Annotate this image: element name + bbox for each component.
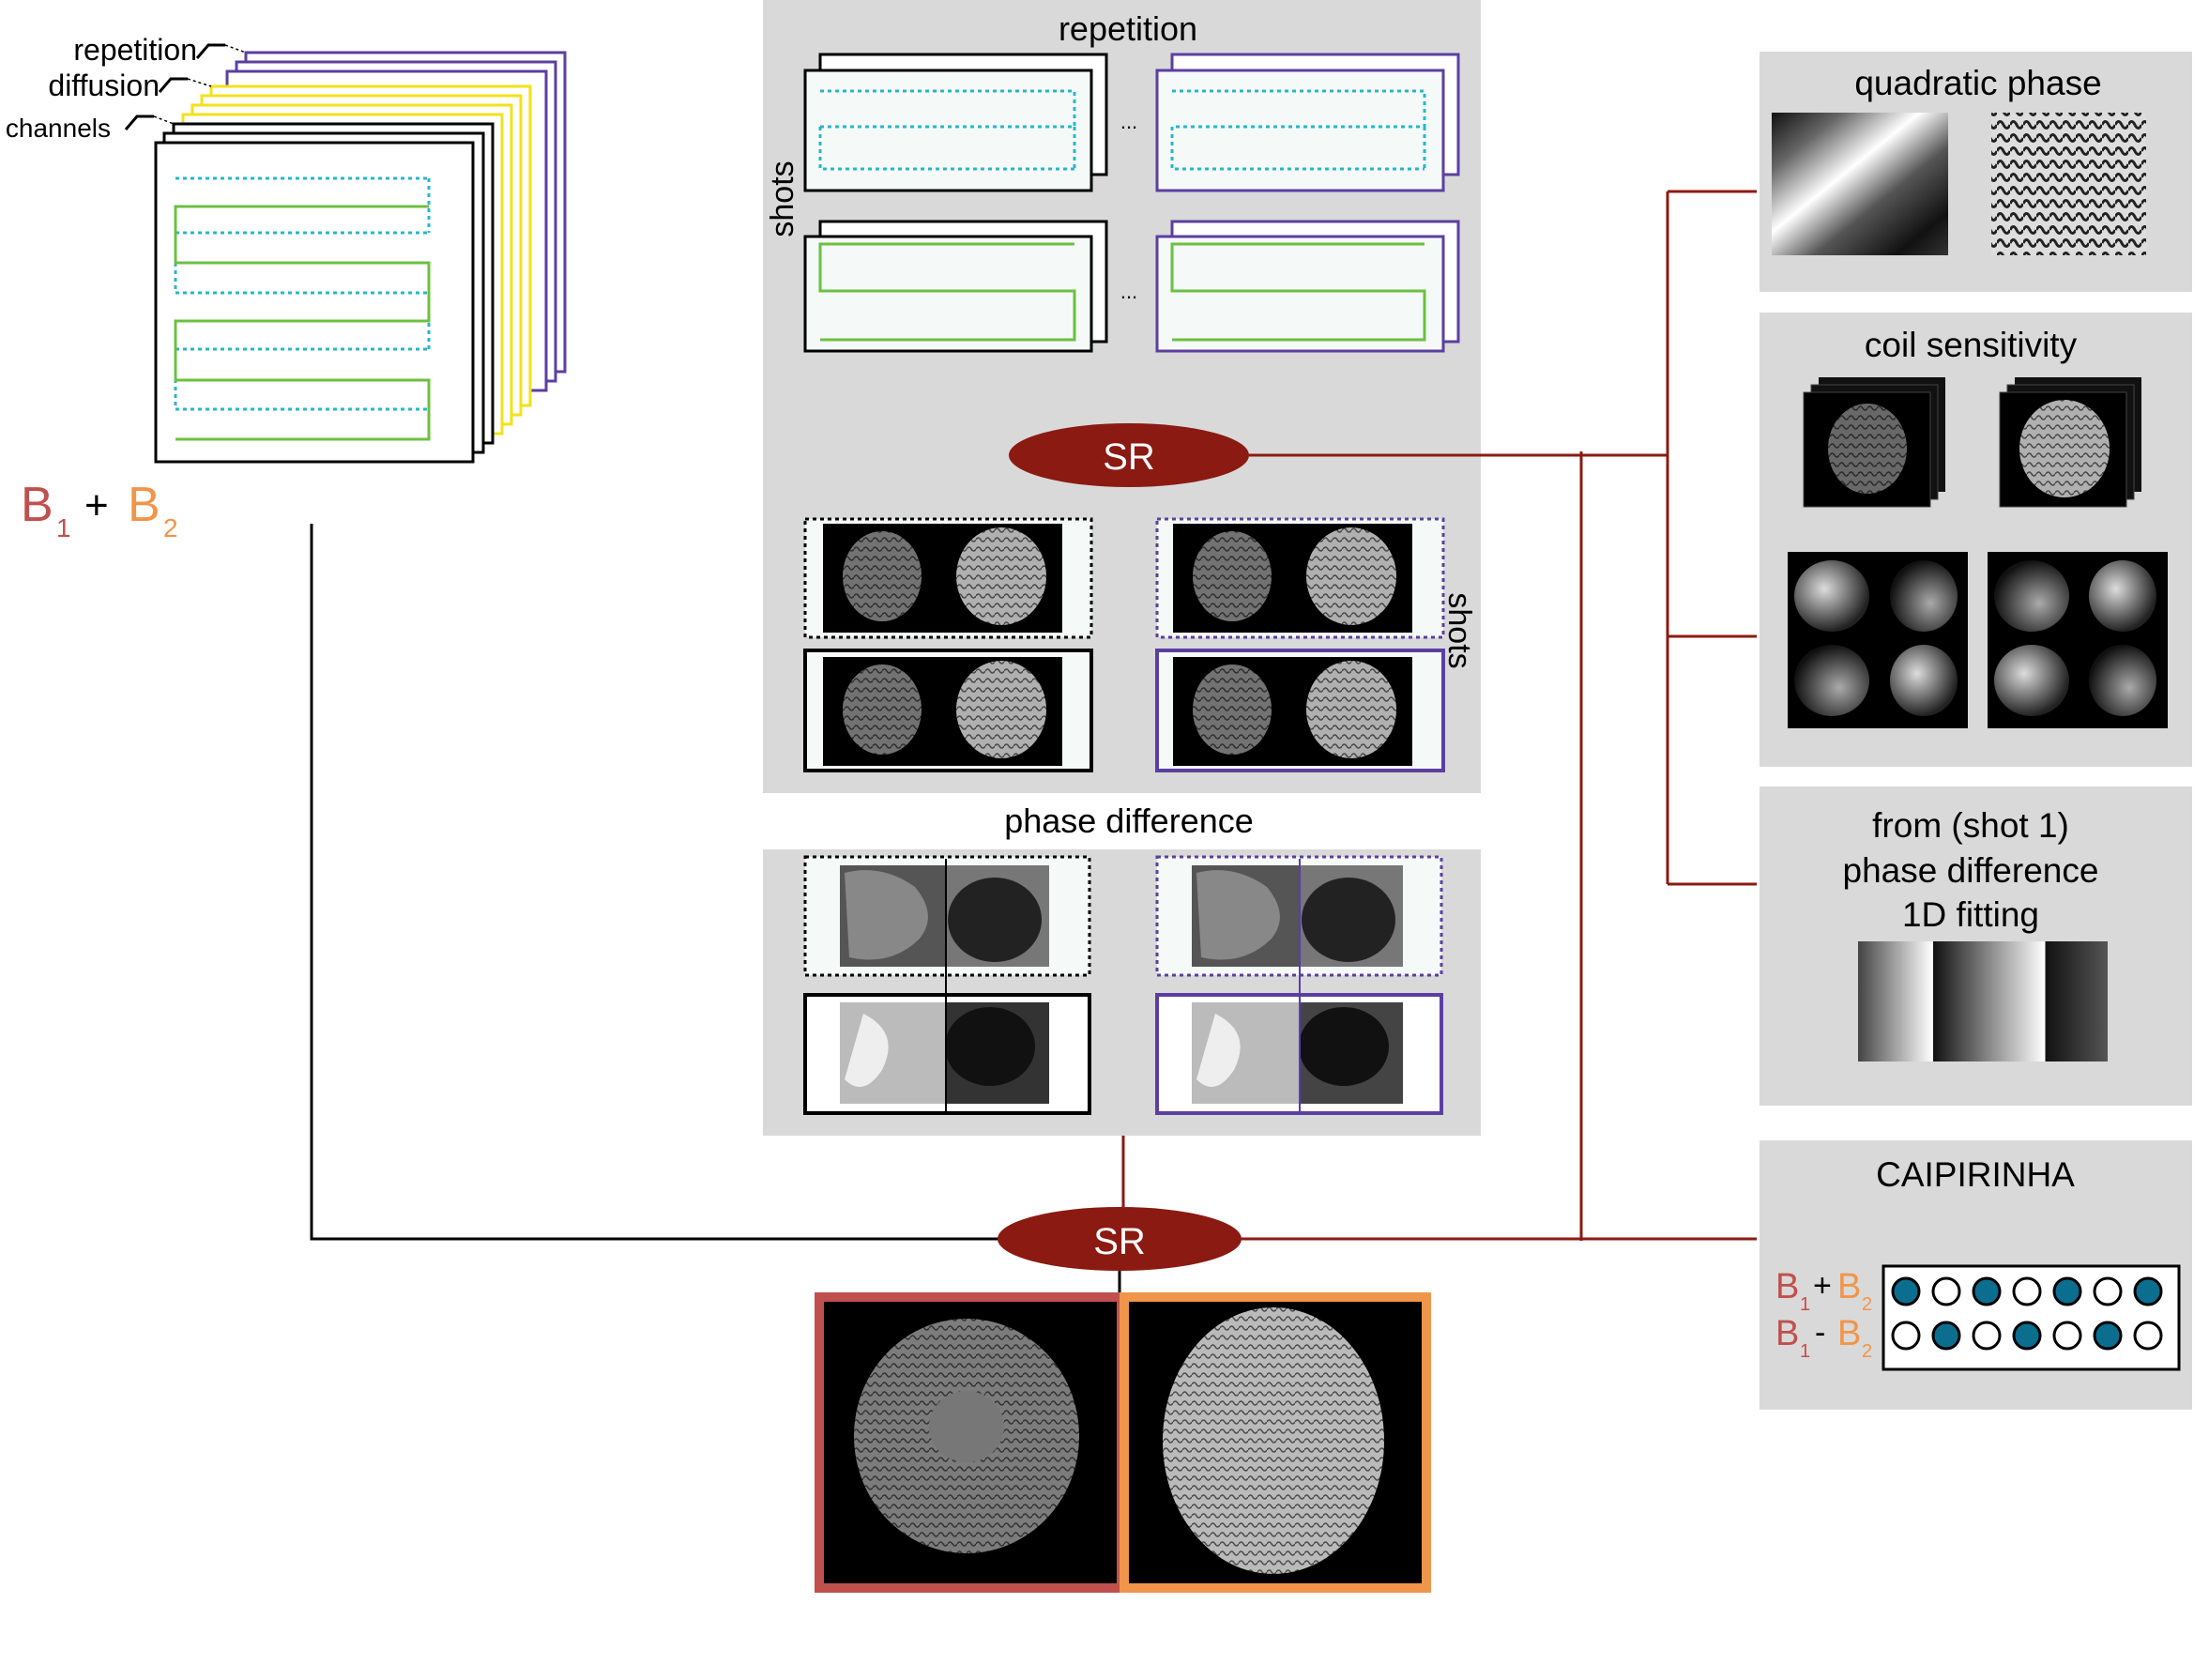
- ellipsis-top: ...: [1120, 110, 1137, 133]
- caipirinha-dot-row1-4: [2012, 1276, 2042, 1306]
- kspace-shot1-purple: [1155, 53, 1460, 192]
- caipirinha-dot-row1-5: [2052, 1276, 2082, 1306]
- caipirinha-dot-row2-5: [2052, 1321, 2082, 1351]
- shots-label-left: shots: [765, 160, 800, 237]
- phase-difference-title: phase difference: [1004, 802, 1254, 840]
- coil-channel-stack-right: [1999, 377, 2141, 508]
- caipirinha-dot-row1-7: [2133, 1276, 2163, 1306]
- magnitude-images-purple: [1155, 517, 1445, 772]
- caipirinha-dot-row2-6: [2093, 1321, 2123, 1351]
- magnitude-images-black: [803, 517, 1093, 772]
- kspace-shot1-black: [803, 53, 1108, 192]
- quadratic-phase-wrapped-map: [1991, 113, 2146, 255]
- caip-row2-b1: B: [1775, 1314, 1799, 1353]
- coil-channel-stack-left: [1803, 377, 1945, 508]
- caipirinha-row1-formula: B 1 + B 2: [1775, 1267, 1872, 1315]
- caip-row1-b2-sub: 2: [1862, 1294, 1872, 1315]
- connector-lines: [310, 190, 1757, 1295]
- b1-letter: B: [21, 478, 53, 532]
- b1-plus-b2-formula: B 1 + B 2: [21, 478, 178, 542]
- caip-row1-b1: B: [1775, 1267, 1799, 1306]
- caip-row2-op: -: [1815, 1315, 1825, 1351]
- caipirinha-dot-row2-7: [2133, 1321, 2163, 1351]
- caipirinha-dot-row2-3: [1972, 1321, 2002, 1351]
- b1-subscript: 1: [56, 513, 71, 542]
- caip-row1-op: +: [1813, 1268, 1832, 1304]
- caip-row1-b2: B: [1837, 1267, 1861, 1306]
- sr-node-bottom: SR: [998, 1207, 1242, 1271]
- caipirinha-dot-row1-1: [1891, 1276, 1921, 1306]
- repetition-axis-label: repetition: [73, 33, 197, 67]
- b2-subscript: 2: [163, 513, 178, 542]
- caipirinha-dot-row1-3: [1972, 1276, 2002, 1306]
- channels-axis-label: channels: [6, 114, 111, 143]
- sr-node-top: SR: [1009, 423, 1249, 487]
- caipirinha-dot-row1-6: [2093, 1276, 2123, 1306]
- sr-top-label: SR: [1103, 436, 1155, 478]
- quadratic-phase-title: quadratic phase: [1854, 64, 2101, 102]
- coil-sensitivity-maps-right: [1988, 552, 2168, 728]
- caipirinha-dot-row2-2: [1931, 1321, 1961, 1351]
- phase-maps-purple: [1155, 855, 1443, 1115]
- caip-row2-b1-sub: 1: [1800, 1341, 1810, 1362]
- shot1-line3: 1D fitting: [1902, 895, 2039, 934]
- caip-row2-b2: B: [1837, 1314, 1861, 1353]
- caipirinha-title: CAIPIRINHA: [1876, 1155, 2075, 1194]
- b2-letter: B: [128, 478, 160, 532]
- coil-sensitivity-maps-left: [1788, 552, 1968, 728]
- quadratic-phase-map: [1772, 113, 1948, 255]
- coil-sensitivity-title: coil sensitivity: [1865, 326, 2078, 364]
- repetition-title: repetition: [1059, 9, 1197, 48]
- diffusion-axis-label: diffusion: [48, 69, 160, 102]
- caipirinha-dots: [1891, 1276, 2163, 1351]
- phase-maps-black: [803, 855, 1091, 1115]
- ellipsis-bottom: ...: [1120, 280, 1137, 303]
- output-slice-b1: [815, 1292, 1126, 1593]
- caipirinha-row2-formula: B 1 - B 2: [1775, 1314, 1872, 1362]
- plus-sign: +: [84, 482, 109, 528]
- shots-label-right: shots: [1441, 592, 1477, 668]
- shot1-line1: from (shot 1): [1872, 806, 2069, 845]
- caipirinha-dot-row2-4: [2012, 1321, 2042, 1351]
- kspace-shot2-black: [803, 220, 1108, 353]
- caipirinha-dot-row1-2: [1931, 1276, 1961, 1306]
- shot1-line2: phase difference: [1843, 851, 2099, 890]
- kspace-shot2-purple: [1155, 220, 1460, 353]
- output-slice-b2: [1120, 1292, 1431, 1593]
- caip-row2-b2-sub: 2: [1862, 1341, 1872, 1362]
- caip-row1-b1-sub: 1: [1800, 1294, 1810, 1315]
- sr-bottom-label: SR: [1093, 1221, 1146, 1262]
- fitted-phase-map: [1858, 941, 2108, 1061]
- caipirinha-dot-row2-1: [1891, 1321, 1921, 1351]
- kspace-stack: [124, 43, 567, 464]
